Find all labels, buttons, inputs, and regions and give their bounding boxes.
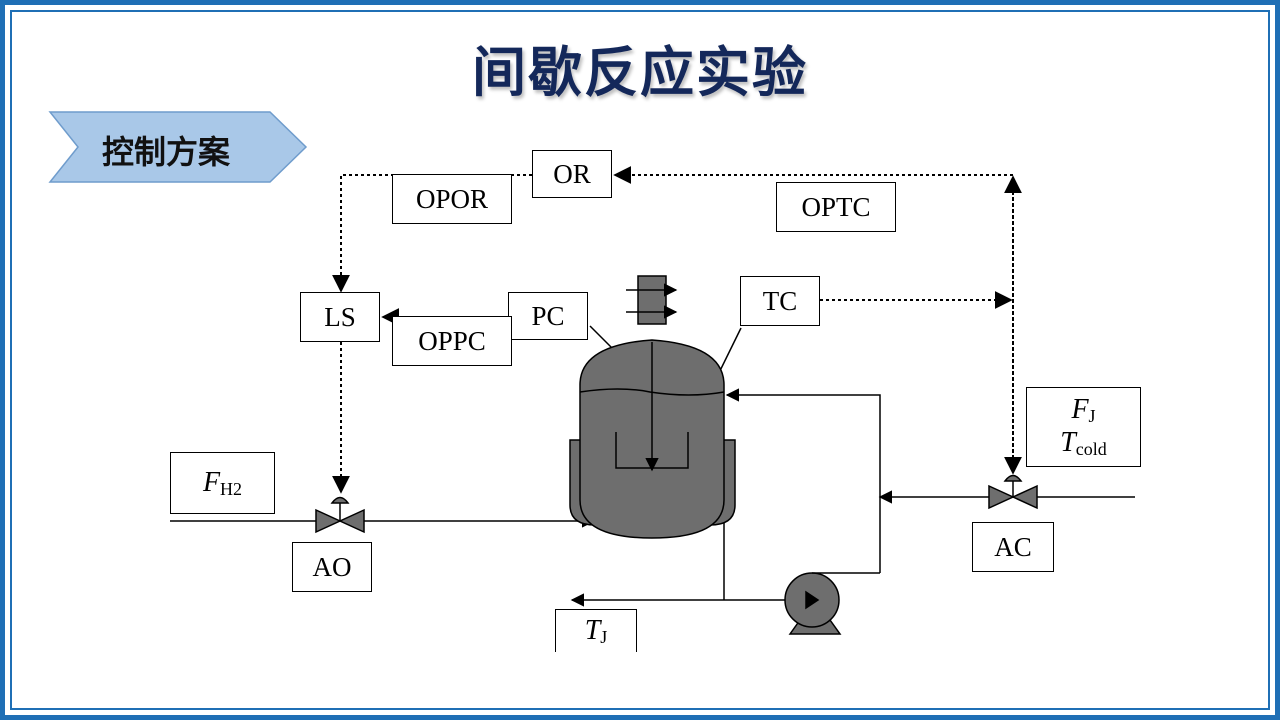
tj-stream-label: TJ [555,609,637,652]
tc-block: TC [740,276,820,326]
jacket-inlet-line [725,388,881,573]
section-tab: 控制方案 [48,110,308,184]
pump [784,572,842,635]
tj-text: TJ [584,614,608,647]
ac-valve [988,474,1038,510]
agitator-impeller [615,432,689,469]
fj-text: FJ [1071,394,1096,427]
section-label: 控制方案 [102,133,231,171]
oppc-label: OPPC [392,316,512,366]
pump-arrow [805,590,820,610]
slide-inner-border [10,10,1270,710]
ac-block: AC [972,522,1054,572]
ls-block: LS [300,292,380,342]
or-block: OR [532,150,612,198]
fj-tcold-stream-label: FJ Tcold [1026,387,1141,467]
motor-body [637,275,667,325]
optc-label: OPTC [776,182,896,232]
liquid-level [579,388,725,396]
reactor-vessel [569,275,736,539]
ao-valve [315,496,365,534]
fh2-stream-label: FH2 [170,452,275,514]
pc-block: PC [508,292,588,340]
chevron-tab-shape [48,111,308,183]
ao-block: AO [292,542,372,592]
tcold-text: Tcold [1060,427,1107,459]
opor-label: OPOR [392,174,512,224]
fh2-text: FH2 [202,466,243,499]
slide-title: 间歇反应实验 [472,40,808,104]
